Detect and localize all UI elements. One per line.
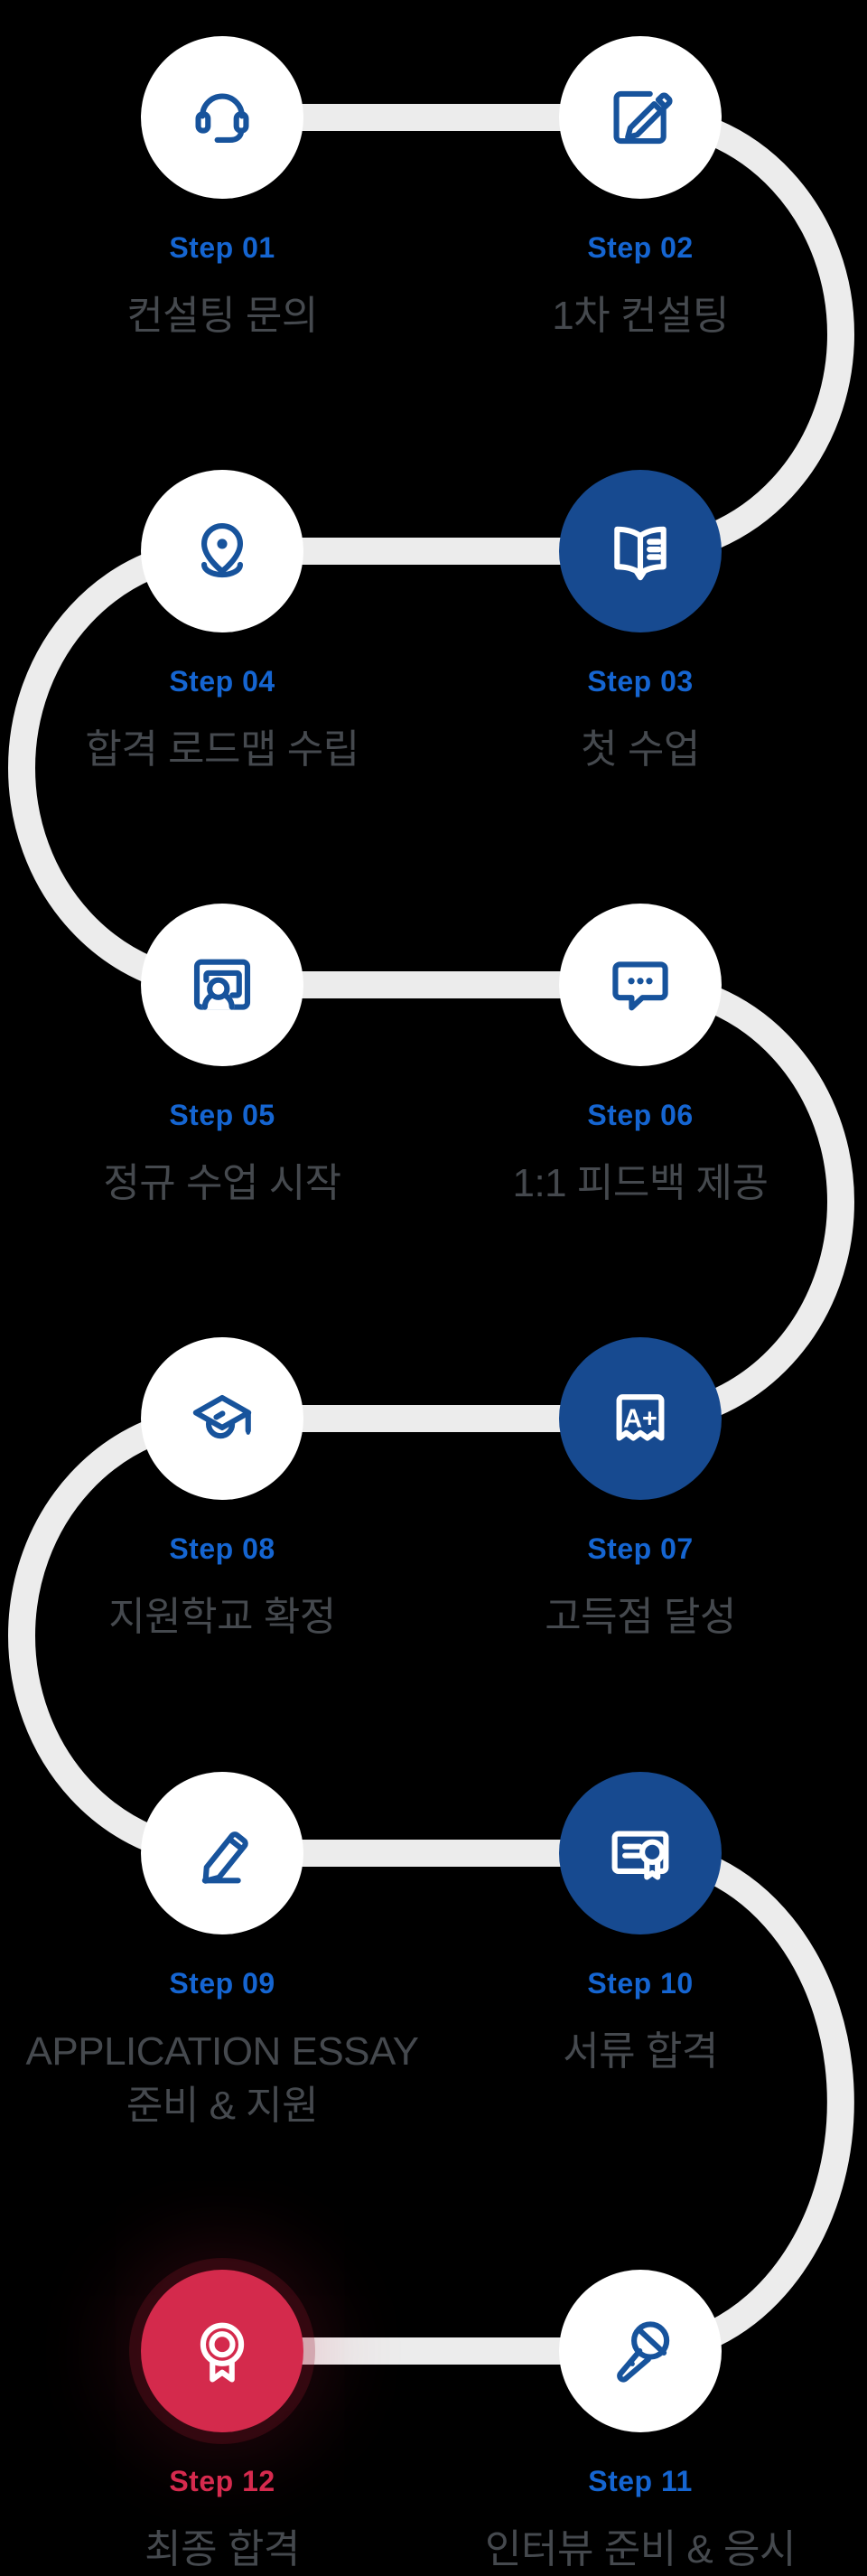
chat-feedback-icon: [612, 961, 668, 1011]
step-circle: [141, 1772, 303, 1934]
headset-icon: [195, 93, 249, 143]
step-circle: [141, 470, 303, 632]
step-circle: [141, 904, 303, 1066]
step-node: Step 06 1:1 피드백 제공: [406, 1094, 867, 1211]
step-description-line: 1차 컨설팅: [552, 294, 729, 338]
step-description-line: 서류 합격: [563, 2029, 718, 2074]
step-label: Step 04: [169, 665, 275, 698]
step-description-line: APPLICATION ESSAY: [25, 2029, 419, 2074]
step-description: 합격 로드맵 수립: [0, 723, 457, 777]
a-plus-score-icon: A+: [616, 1394, 665, 1441]
microphone-icon: [617, 2321, 670, 2383]
step-label: Step 09: [169, 1967, 275, 2000]
step-description-line: 합격 로드맵 수립: [85, 727, 359, 772]
step-circle: [559, 470, 722, 632]
step-circle: A+: [559, 1337, 722, 1500]
connector-path: [8, 104, 854, 2365]
step-description: 1차 컨설팅: [406, 289, 867, 343]
step-description: APPLICATION ESSAY 준비 & 지원: [0, 2025, 457, 2133]
step-circle: [559, 1772, 722, 1934]
step-description: 컨설팅 문의: [0, 289, 457, 343]
step-description-line: 컨설팅 문의: [126, 294, 318, 338]
step-description-line: 지원학교 확정: [108, 1595, 336, 1639]
classroom-board-icon: [193, 959, 251, 1010]
step-node: Step 07 고득점 달성: [406, 1528, 867, 1644]
step-description: 정규 수업 시작: [0, 1157, 457, 1211]
step-label: Step 11: [588, 2465, 693, 2497]
step-node: Step 09 APPLICATION ESSAY 준비 & 지원: [0, 1962, 457, 2133]
step-node: Step 04 합격 로드맵 수립: [0, 660, 457, 777]
step-description: 첫 수업: [406, 723, 867, 777]
step-circle: [141, 2270, 303, 2432]
step-description-line: 고득점 달성: [545, 1595, 736, 1639]
step-circle: [559, 2270, 722, 2432]
step-label: Step 12: [169, 2465, 275, 2497]
step-node: Step 08 지원학교 확정: [0, 1528, 457, 1644]
step-circle: [141, 1337, 303, 1500]
step-circle: [141, 36, 303, 199]
svg-text:A+: A+: [623, 1405, 657, 1434]
step-description-line: 인터뷰 준비 & 응시: [485, 2527, 796, 2571]
step-label: Step 02: [587, 231, 694, 264]
step-label: Step 07: [587, 1532, 694, 1565]
open-book-icon: [614, 526, 667, 581]
step-node: Step 05 정규 수업 시작: [0, 1094, 457, 1211]
step-node: Step 10 서류 합격: [406, 1962, 867, 2079]
step-label: Step 10: [587, 1967, 694, 2000]
step-node: Step 03 첫 수업: [406, 660, 867, 777]
step-description: 인터뷰 준비 & 응시: [406, 2523, 867, 2576]
medal-ribbon-icon: [200, 2322, 245, 2383]
step-description: 최종 합격: [0, 2523, 457, 2576]
location-pin-icon: [201, 522, 243, 578]
step-label: Step 06: [587, 1099, 694, 1131]
step-label: Step 08: [169, 1532, 275, 1565]
step-node: Step 02 1차 컨설팅: [406, 227, 867, 343]
step-circle: [559, 904, 722, 1066]
step-description-line: 첫 수업: [581, 727, 700, 772]
step-node: Step 12 최종 합격: [0, 2460, 457, 2576]
step-node: Step 11 인터뷰 준비 & 응시: [406, 2460, 867, 2576]
certificate-icon: [611, 1831, 669, 1880]
step-description-line: 최종 합격: [144, 2527, 300, 2571]
step-circle: [559, 36, 722, 199]
step-node: Step 01 컨설팅 문의: [0, 227, 457, 343]
step-description: 1:1 피드백 제공: [406, 1157, 867, 1211]
step-description-line: 준비 & 지원: [126, 2084, 319, 2128]
step-description: 지원학교 확정: [0, 1590, 457, 1644]
step-description-line: 정규 수업 시작: [103, 1161, 341, 1205]
step-label: Step 03: [587, 665, 694, 698]
edit-icon: [613, 90, 673, 145]
step-description: 서류 합격: [406, 2025, 867, 2079]
graduation-cap-icon: [192, 1394, 252, 1439]
step-label: Step 05: [169, 1099, 275, 1131]
step-label: Step 01: [169, 231, 275, 264]
pencil-icon: [201, 1831, 248, 1884]
step-description: 고득점 달성: [406, 1590, 867, 1644]
step-description-line: 1:1 피드백 제공: [512, 1161, 769, 1205]
